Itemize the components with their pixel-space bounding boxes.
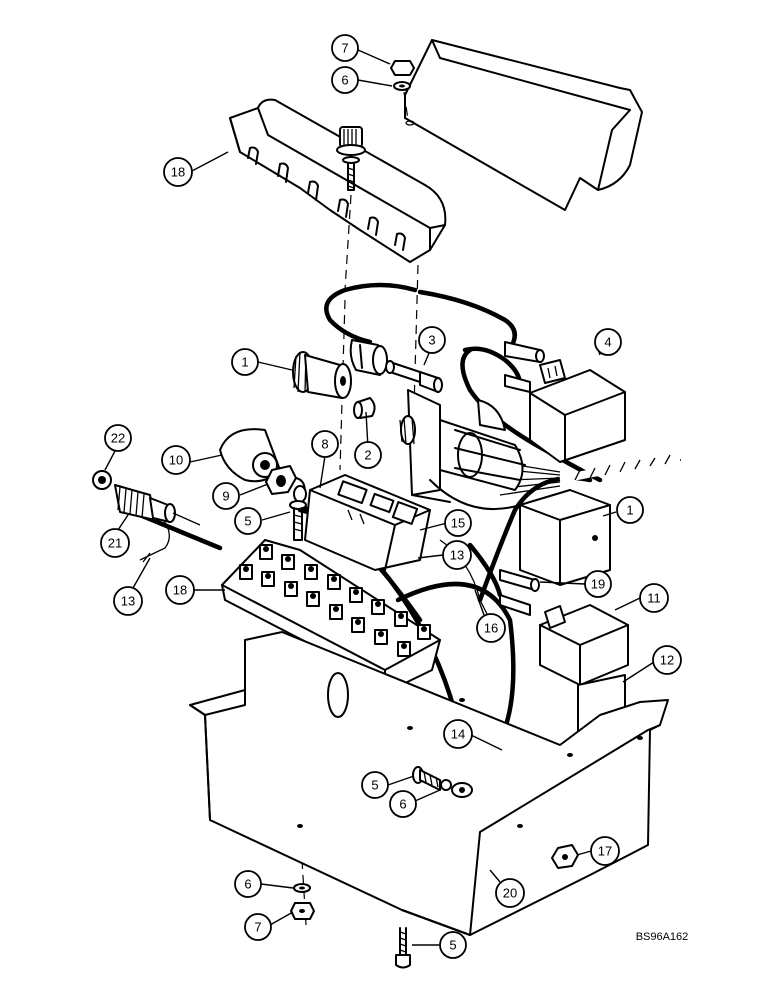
svg-text:1: 1 [626,503,633,518]
cover-knob-screw [336,126,366,291]
callout-5-bottom: 5 [439,931,467,959]
callout-11: 11 [639,583,669,613]
svg-text:5: 5 [371,778,378,793]
callout-1-lamp: 1 [231,348,259,376]
svg-text:6: 6 [341,73,348,88]
svg-text:14: 14 [451,727,465,742]
bulb [353,397,376,419]
svg-text:13: 13 [121,594,135,609]
svg-text:8: 8 [321,437,328,452]
relay-mount-bracket [429,479,611,586]
svg-text:16: 16 [484,621,498,636]
svg-text:19: 19 [591,577,605,592]
plunger-switch [92,470,201,526]
callout-8: 8 [311,430,339,458]
svg-text:5: 5 [244,514,251,529]
callout-2: 2 [354,441,382,469]
svg-text:2: 2 [364,448,371,463]
drawing-reference: BS96A162 [636,931,689,943]
callout-4: 4 [594,328,622,356]
rubber-boot [219,428,281,483]
cable-bundle [497,454,681,496]
terminal-screws [239,544,431,657]
callout-12: 12 [652,645,682,675]
callout-6-bottom: 6 [234,870,262,898]
svg-text:6: 6 [244,877,251,892]
bottom-screw [395,927,411,969]
svg-text:5: 5 [449,938,456,953]
hex-nut [265,465,307,503]
relay-top [529,359,626,463]
svg-text:12: 12 [660,653,674,668]
callout-6-ground: 6 [389,790,417,818]
svg-text:17: 17 [598,844,612,859]
svg-text:6: 6 [399,797,406,812]
callout-6-top: 6 [331,66,359,94]
svg-text:9: 9 [222,489,229,504]
callout-leaders [104,49,655,946]
svg-text:7: 7 [341,41,348,56]
callout-3: 3 [418,326,446,354]
svg-text:21: 21 [108,536,122,551]
relay-bottom [539,604,629,686]
svg-text:22: 22 [111,431,125,446]
svg-text:3: 3 [428,333,435,348]
terminal-block [221,539,441,689]
callout-1-bracket: 1 [616,496,644,524]
terminal-cover [229,98,447,263]
svg-text:18: 18 [173,583,187,598]
callout-7-top: 7 [331,34,359,62]
svg-text:4: 4 [604,335,611,350]
callout-19: 19 [584,570,612,598]
callout-7-bottom: 7 [244,913,272,941]
wire-plugs [499,569,540,616]
callout-22: 22 [104,424,132,452]
callout-18-cover: 18 [163,157,193,187]
callout-14: 14 [443,719,473,749]
fuse [385,360,443,393]
top-nut-and-washer [390,60,415,121]
relay-module [304,474,431,571]
callout-10: 10 [161,445,191,475]
svg-text:1: 1 [241,355,248,370]
svg-text:7: 7 [254,920,261,935]
module-screw [289,500,307,541]
connector-plugs [504,341,545,393]
svg-text:20: 20 [503,886,517,901]
callout-13-switch: 13 [113,586,143,616]
callout-16: 16 [476,613,506,643]
mount-line-b [339,299,346,471]
svg-text:10: 10 [169,453,183,468]
switch-bracket [399,389,526,503]
callout-9: 9 [212,482,240,510]
callout-5-module: 5 [234,507,262,535]
top-cover-plate [404,39,643,211]
svg-text:13: 13 [450,548,464,563]
callout-17: 17 [590,836,620,866]
tray-nut [551,844,579,869]
callout-21: 21 [100,528,130,558]
lamp-holder [292,351,352,399]
callout-15: 15 [444,509,472,537]
svg-text:11: 11 [647,591,661,606]
svg-text:18: 18 [171,165,185,180]
fuse-socket [349,339,388,376]
svg-text:15: 15 [451,516,465,531]
callout-13-module: 13 [442,540,472,570]
callout-5-ground: 5 [361,771,389,799]
bottom-washer-nut [290,883,315,920]
callout-20: 20 [495,878,525,908]
callout-18-block: 18 [165,575,195,605]
